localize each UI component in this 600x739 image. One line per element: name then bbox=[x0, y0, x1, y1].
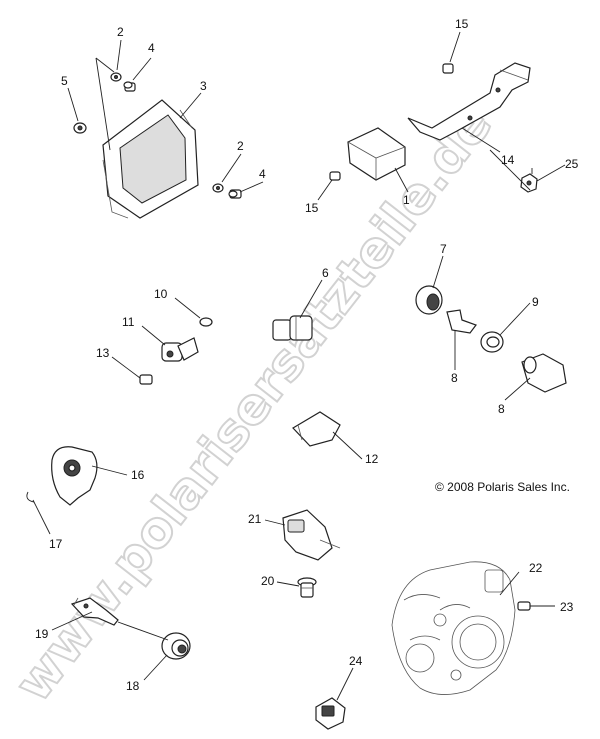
callout-7: 7 bbox=[440, 242, 447, 256]
nut-part-25 bbox=[520, 173, 538, 193]
sensor-part-6 bbox=[272, 315, 313, 341]
sensor-part-19 bbox=[70, 597, 119, 626]
screw-part-4a bbox=[123, 81, 136, 92]
clip-part-8a bbox=[446, 309, 477, 334]
callout-22: 22 bbox=[529, 561, 543, 575]
callout-6: 6 bbox=[322, 266, 329, 280]
grommet-part-5 bbox=[73, 122, 87, 134]
callout-21: 21 bbox=[248, 512, 262, 526]
callout-2a: 2 bbox=[117, 25, 124, 39]
copyright-text: © 2008 Polaris Sales Inc. bbox=[435, 480, 570, 494]
connector-part-24 bbox=[315, 697, 346, 730]
callout-23: 23 bbox=[560, 600, 574, 614]
callout-20: 20 bbox=[261, 574, 275, 588]
callout-2b: 2 bbox=[237, 139, 244, 153]
callout-15b: 15 bbox=[305, 201, 319, 215]
callout-3: 3 bbox=[200, 79, 207, 93]
callout-12: 12 bbox=[365, 452, 379, 466]
sensor-part-12 bbox=[292, 411, 341, 447]
sensor-part-8b bbox=[521, 353, 567, 393]
callout-25: 25 bbox=[565, 157, 579, 171]
fitting-part-20 bbox=[297, 577, 317, 598]
callout-9: 9 bbox=[532, 295, 539, 309]
washer-part-2a bbox=[110, 72, 122, 82]
throttle-body-part-22 bbox=[391, 561, 516, 695]
callout-13: 13 bbox=[96, 346, 110, 360]
callout-8b: 8 bbox=[498, 402, 505, 416]
washer-part-2b bbox=[212, 183, 224, 193]
o-ring-part-9 bbox=[480, 331, 504, 353]
callout-18: 18 bbox=[126, 679, 140, 693]
callout-17: 17 bbox=[49, 537, 63, 551]
callout-16: 16 bbox=[131, 468, 145, 482]
o-ring-part-10 bbox=[199, 317, 213, 327]
screw-part-15b bbox=[329, 171, 341, 181]
callout-14: 14 bbox=[501, 153, 515, 167]
callout-10: 10 bbox=[154, 287, 168, 301]
screw-part-4b bbox=[228, 189, 242, 199]
sensor-part-11 bbox=[161, 337, 199, 362]
callout-15a: 15 bbox=[455, 17, 469, 31]
callout-24: 24 bbox=[349, 654, 363, 668]
grommet-part-18 bbox=[161, 632, 191, 660]
ecu-module-part-3 bbox=[102, 99, 199, 219]
callout-4a: 4 bbox=[148, 41, 155, 55]
sensor-part-21 bbox=[282, 509, 341, 561]
callout-19: 19 bbox=[35, 627, 49, 641]
screw-part-15a bbox=[442, 63, 454, 74]
sensor-part-7 bbox=[415, 285, 443, 315]
callout-1: 1 bbox=[403, 193, 410, 207]
clip-part-17 bbox=[26, 491, 35, 503]
callout-4b: 4 bbox=[259, 167, 266, 181]
knock-sensor-part-16 bbox=[51, 446, 98, 506]
callout-11: 11 bbox=[122, 315, 135, 329]
callout-5: 5 bbox=[61, 74, 68, 88]
cover-part-1 bbox=[347, 127, 406, 181]
watermark-text: www.polarisersatzteile.de bbox=[4, 96, 503, 712]
bolt-part-13 bbox=[139, 374, 153, 385]
bracket-part-14 bbox=[407, 62, 531, 141]
callout-8a: 8 bbox=[451, 371, 458, 385]
